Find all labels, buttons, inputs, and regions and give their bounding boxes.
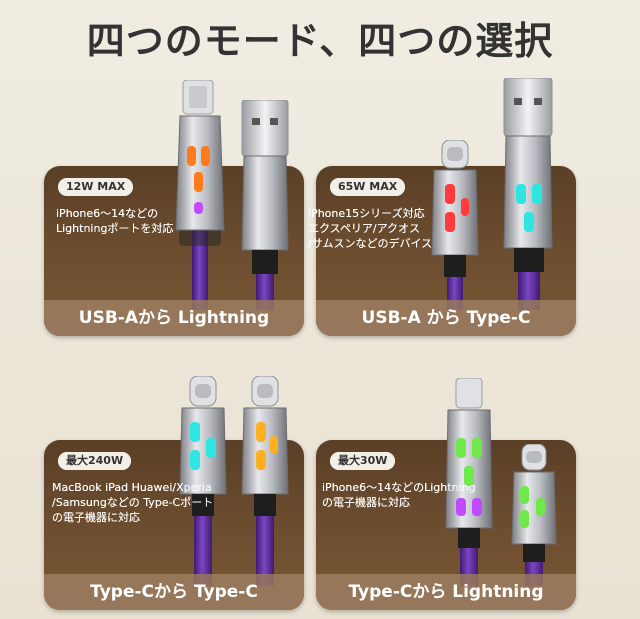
power-badge: 65W MAX xyxy=(330,178,406,196)
power-badge: 最大240W xyxy=(58,452,132,470)
compat-description: MacBook iPad Huawei/Xperia/Samsungなどの Ty… xyxy=(52,481,214,524)
compat-description: iPhone15シリーズ対応エクスペリア/アクオス/サムスンなどのデバイス xyxy=(308,207,433,250)
lightning-plug-image xyxy=(175,80,225,310)
type-c-plug-image xyxy=(511,444,557,586)
power-badge: 12W MAX xyxy=(58,178,134,196)
type-c-plug-image xyxy=(431,140,479,310)
page-title: 四つのモード、四つの選択 xyxy=(86,19,554,63)
type-c-plug-image xyxy=(179,376,227,586)
power-badge: 最大30W xyxy=(330,452,396,470)
usb-a-plug-image xyxy=(503,78,553,310)
usb-a-plug-image xyxy=(241,100,289,310)
type-c-plug-image xyxy=(241,376,289,586)
lightning-plug-image xyxy=(445,378,493,586)
